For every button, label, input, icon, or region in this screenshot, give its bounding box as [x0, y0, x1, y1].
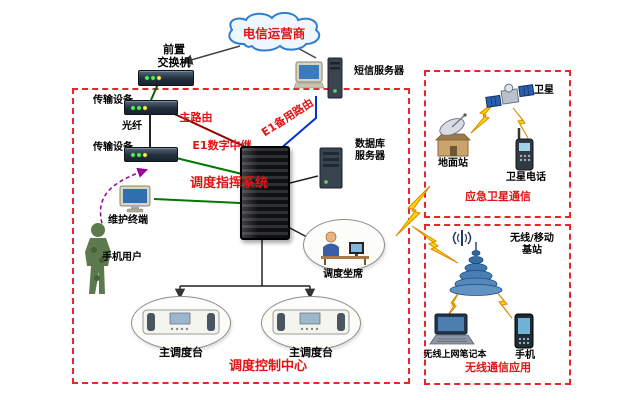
base-station-label: 无线/移动 基站 [510, 233, 554, 256]
wire-e1-trunk [171, 156, 243, 175]
transmission1-icon [124, 100, 178, 115]
telecom-cloud: 电信运营商 [222, 10, 326, 52]
lightning-to-wireless-box [411, 225, 459, 264]
db-server-label: 数据库 服务器 [355, 139, 385, 162]
lightning-base-to-phone [494, 289, 513, 319]
mobile-phone-svg [514, 313, 534, 349]
console-right-oval [261, 296, 361, 350]
wireless-group-box [424, 224, 571, 385]
wire-terminal-to-rack [153, 198, 241, 204]
ground-station-svg [435, 113, 471, 157]
satellite-phone-svg [515, 128, 534, 171]
seat-scene-svg [321, 231, 369, 265]
wire-mobile-user-dashed [99, 167, 148, 231]
console-left-svg [142, 309, 220, 335]
mobile-user-figure [78, 220, 122, 302]
wireless-box-title: 无线通信应用 [465, 361, 531, 374]
satellite-group-box [424, 70, 571, 218]
dispatch-seat-label: 调度坐席 [323, 269, 363, 280]
dispatch-system-title: 调度指挥系统 [189, 176, 268, 191]
telecom-operator-label: 电信运营商 [242, 26, 306, 41]
laptop-icon [428, 312, 476, 352]
dispatch-seat-oval [303, 219, 385, 271]
satellite-svg [485, 83, 535, 108]
control-center-title: 调度控制中心 [228, 359, 307, 374]
transmission2-icon [124, 147, 178, 162]
control-center-group-box [72, 88, 410, 384]
sms-server-label: 短信服务器 [354, 66, 404, 77]
front-switch-icon [138, 70, 194, 86]
satellite-box-title: 应急卫星通信 [465, 190, 531, 203]
console-right-svg [272, 309, 350, 335]
wire-cloud-to-switch [181, 45, 241, 65]
laptop-svg [429, 313, 475, 345]
satellite-icon [484, 80, 536, 118]
e1-trunk-label: E1数字中继 [192, 139, 252, 152]
ground-station-icon [428, 110, 478, 164]
sms-server-icon [293, 56, 346, 106]
cloud-icon [228, 12, 321, 52]
mobile-phone-icon [510, 312, 538, 354]
dispatch-rack-icon [240, 146, 290, 240]
transmission2-label: 传输设备 [93, 142, 133, 153]
ground-station-label: 地面站 [438, 158, 468, 169]
terminal-svg [119, 185, 151, 213]
db-server-svg [319, 147, 343, 189]
db-server-icon [318, 146, 344, 194]
console-left-oval [131, 296, 231, 350]
laptop-label: 无线上网笔记本 [423, 350, 487, 360]
sms-server-svg [293, 57, 343, 99]
base-station-svg [449, 230, 503, 296]
maintenance-terminal-label: 维护终端 [108, 215, 148, 226]
wire-switch-to-transmission1 [150, 83, 159, 101]
satellite-phone-label: 卫星电话 [506, 172, 546, 183]
console-left-label: 主调度台 [159, 346, 203, 359]
lightning-to-satellite-box [395, 185, 431, 237]
lightning-satellite-to-phone [512, 107, 529, 139]
main-route-label: 主路由 [179, 111, 213, 124]
maintenance-terminal-icon [118, 184, 154, 218]
wire-e1-backup [271, 96, 317, 157]
base-station-icon [448, 226, 508, 300]
mobile-user-label: 手机用户 [102, 252, 142, 263]
person-svg [85, 223, 111, 294]
console-right-label: 主调度台 [289, 346, 333, 359]
satellite-phone-icon [510, 126, 540, 178]
phone-label: 手机 [515, 350, 535, 361]
lightning-ground-to-satellite [470, 99, 498, 134]
front-switch-label: 前置 交换机 [157, 43, 191, 69]
fiber-label: 光纤 [122, 121, 142, 132]
wire-db-to-rack [285, 175, 319, 185]
satellite-label: 卫星 [534, 85, 554, 96]
transmission1-label: 传输设备 [93, 95, 133, 106]
wire-main-route [167, 110, 253, 151]
